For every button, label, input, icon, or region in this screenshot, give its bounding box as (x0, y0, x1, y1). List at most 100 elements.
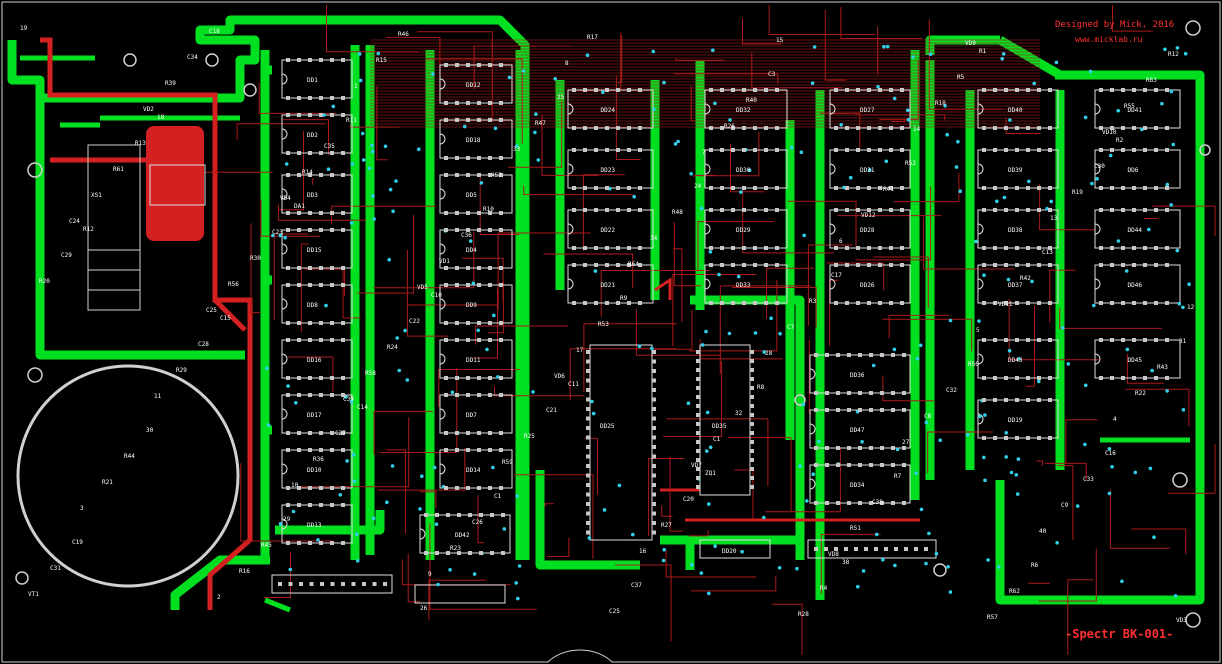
component-label: C20 (683, 496, 694, 503)
component-label: R5 (957, 74, 965, 81)
chip-label: DD14 (466, 467, 481, 474)
chip-label: DD23 (601, 167, 616, 174)
component-label: 16 (639, 548, 647, 555)
component-label: R26 (724, 123, 735, 130)
product-name: -Spectr BK-001- (1065, 627, 1173, 641)
chip-label: DD3 (307, 192, 318, 199)
component-label: C18 (209, 28, 220, 35)
component-label: R17 (587, 34, 598, 41)
capacitor-c11 (87, 144, 141, 311)
designer-credit: Designed by Mick, 2016 (1055, 20, 1174, 30)
dip-chip (439, 64, 513, 104)
component-label: R1 (979, 48, 987, 55)
chip-label: DD1 (307, 77, 318, 84)
chip-label: DD37 (1008, 282, 1023, 289)
component-label: R59 (502, 459, 513, 466)
copper-layer (7, 15, 1205, 613)
component-label: C17 (831, 272, 842, 279)
chip-label: DD26 (860, 282, 875, 289)
dip-chip (281, 174, 353, 214)
component-label: C22 (409, 318, 420, 325)
website-url: www.micklab.ru (1075, 35, 1143, 44)
component-label: R57 (987, 614, 998, 621)
dip-chip (1094, 339, 1181, 379)
chip-label: DD44 (1128, 227, 1143, 234)
component-label: C3 (768, 71, 776, 78)
dip-chip (1094, 89, 1181, 129)
component-label: R6 (1031, 562, 1039, 569)
component-label: C28 (198, 341, 209, 348)
chip-label: DD25 (600, 423, 615, 430)
chip-label: DD28 (860, 227, 875, 234)
chip-label: DD15 (307, 247, 322, 254)
dip-chip (281, 339, 353, 379)
component-label: 5 (976, 327, 980, 334)
component-label: 17 (576, 347, 584, 354)
dip-chip (439, 284, 513, 324)
mounting-holes (15, 20, 1211, 628)
component-label: R3 (809, 298, 817, 305)
component-label: R39 (165, 80, 176, 87)
component-label: 27 (902, 439, 910, 446)
chip-label: DD17 (307, 412, 322, 419)
component-label: C32 (946, 387, 957, 394)
component-label: VD9 (965, 40, 976, 47)
component-label: R61 (113, 166, 124, 173)
component-label: R46 (398, 31, 409, 38)
component-label: 31 (1179, 338, 1187, 345)
dip-chip (281, 449, 353, 489)
component-label: C11 (568, 381, 579, 388)
component-label: VD1 (439, 258, 450, 265)
chip-label: DD24 (601, 107, 616, 114)
component-label: R15 (376, 57, 387, 64)
chip-label: DD38 (1008, 227, 1023, 234)
dip-chip (1094, 209, 1181, 249)
component-label: R58 (365, 370, 376, 377)
chip-label: DD27 (860, 107, 875, 114)
silkscreen-labels: DD1DD2DD3DD15DD8DD16DD17DD10DD13DD12DD18… (20, 25, 1195, 624)
component-label: C19 (72, 539, 83, 546)
component-label: C29 (61, 252, 72, 259)
component-label: R27 (661, 522, 672, 529)
chip-label: DD41 (1128, 107, 1143, 114)
component-label: C33 (1083, 476, 1094, 483)
chip-label: DD40 (1008, 107, 1023, 114)
component-label: 30 (146, 427, 154, 434)
component-label: 40 (1039, 528, 1047, 535)
chip-label: DD33 (736, 282, 751, 289)
component-label: R18 (935, 100, 946, 107)
pad-layer (278, 58, 1169, 586)
component-label: C26 (472, 519, 483, 526)
component-label: R25 (524, 433, 535, 440)
component-label: R36 (313, 456, 324, 463)
component-label: R41 (883, 186, 894, 193)
crystal-pad (146, 126, 204, 241)
component-label: C8 (924, 413, 932, 420)
component-label: ZQ1 (705, 470, 716, 477)
component-label: 14 (913, 126, 921, 133)
component-label: XS2 (491, 172, 502, 179)
component-label: R56 (228, 281, 239, 288)
component-label: R23 (450, 545, 461, 552)
component-label: R51 (850, 525, 861, 532)
component-label: C25 (609, 608, 620, 615)
component-label: 28 (765, 350, 773, 357)
component-label: C21 (546, 407, 557, 414)
component-label: C1 (713, 436, 721, 443)
chip-label: DD42 (455, 532, 470, 539)
dip-chip (439, 229, 513, 269)
component-label: VT1 (28, 591, 39, 598)
chip-label: DD31 (860, 167, 875, 174)
chip-label: DD11 (466, 357, 481, 364)
chip-label: DD47 (850, 427, 865, 434)
chip-label: DD39 (1008, 167, 1023, 174)
dip-chip (281, 394, 353, 434)
component-label: XS1 (91, 192, 102, 199)
component-label: C24 (69, 218, 80, 225)
component-label: R42 (1020, 275, 1031, 282)
chip-label: DD29 (736, 227, 751, 234)
via-layer (265, 44, 1191, 601)
chip-label: DD16 (307, 357, 322, 364)
component-label: C38 (872, 499, 883, 506)
